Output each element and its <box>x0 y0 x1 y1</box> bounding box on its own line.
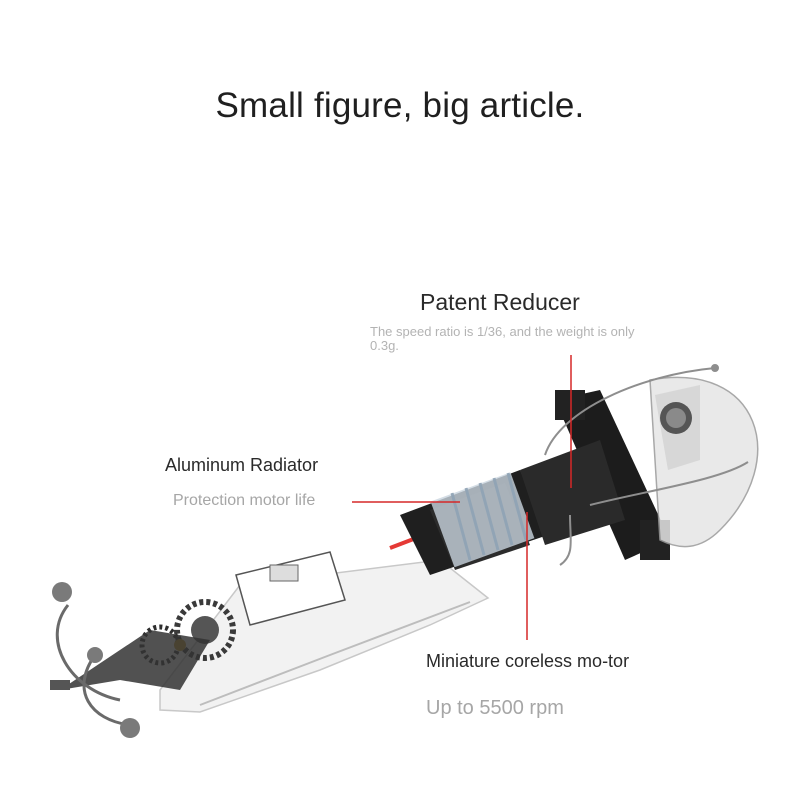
dome-cover <box>649 376 759 548</box>
reducer-subtitle: The speed ratio is 1/36, and the weight … <box>370 324 635 353</box>
gear-assembly <box>50 582 236 738</box>
housing-shell <box>159 551 490 713</box>
headline: Small figure, big article. <box>215 86 585 125</box>
radiator-title: Aluminum Radiator <box>165 455 319 475</box>
wire-legs <box>544 364 749 566</box>
motor-subtitle: Up to 5500 rpm <box>426 697 564 719</box>
radiator-subtitle: Protection motor life <box>173 492 316 509</box>
reducer-bracket <box>520 390 670 560</box>
motor-title: Miniature coreless mo-tor <box>426 651 630 671</box>
aluminum-radiator <box>430 472 535 568</box>
reducer-title: Patent Reducer <box>420 289 580 315</box>
